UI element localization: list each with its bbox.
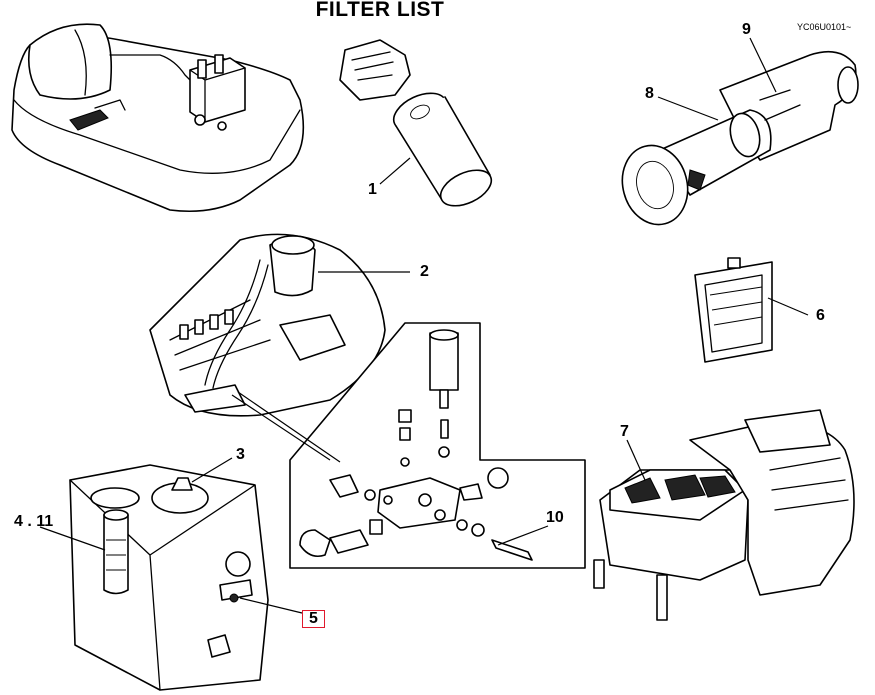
callout-1: 1 bbox=[368, 181, 377, 198]
leader-line-8 bbox=[657, 96, 719, 121]
leader-line-5 bbox=[239, 597, 303, 614]
callout-10: 10 bbox=[546, 509, 564, 526]
air-cleaner-illustration bbox=[621, 50, 859, 226]
page-title: FILTER LIST bbox=[315, 0, 445, 21]
leader-line-6 bbox=[767, 297, 809, 316]
leader-line-9 bbox=[749, 37, 777, 93]
cab-air-filter-illustration bbox=[694, 257, 773, 363]
air-conditioner-unit-illustration bbox=[593, 409, 855, 621]
engine-hood-illustration bbox=[11, 23, 305, 213]
callout-8: 8 bbox=[645, 85, 654, 102]
engine-fuel-filter-illustration bbox=[149, 233, 386, 417]
leader-line-1 bbox=[379, 157, 411, 185]
callout-3: 3 bbox=[236, 446, 245, 463]
callout-7: 7 bbox=[620, 423, 629, 440]
leader-line-7 bbox=[626, 439, 646, 481]
leader-line-3 bbox=[191, 457, 233, 483]
exploded-view-panel bbox=[231, 322, 586, 569]
callout-2: 2 bbox=[420, 263, 429, 280]
leader-line-10 bbox=[497, 525, 549, 546]
spin-on-filter-illustration bbox=[339, 39, 493, 207]
callout-4-11: 4 . 11 bbox=[14, 513, 54, 530]
hydraulic-tank-illustration bbox=[69, 464, 269, 691]
callout-5: 5 bbox=[302, 610, 325, 628]
drawing-code: YC06U0101~ bbox=[797, 22, 852, 32]
callout-9: 9 bbox=[742, 21, 751, 38]
callout-6: 6 bbox=[816, 307, 825, 324]
leader-line-4 bbox=[39, 526, 106, 551]
leader-lines bbox=[39, 37, 809, 614]
